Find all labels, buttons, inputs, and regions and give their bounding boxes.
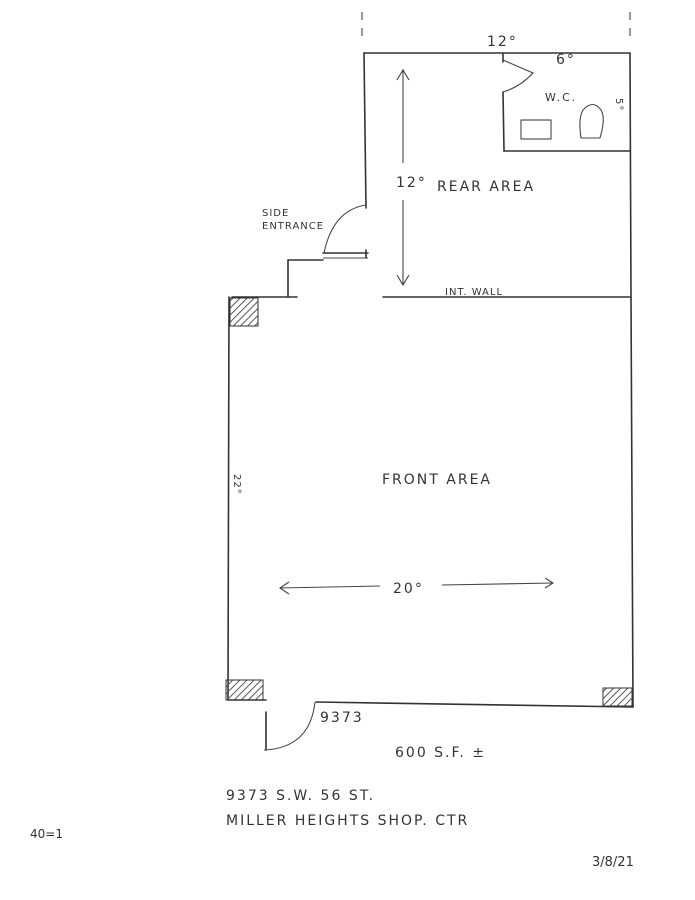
rear-area-walls — [363, 52, 632, 297]
front-depth-dim: 22° — [231, 474, 242, 495]
side-entrance-label-2: ENTRANCE — [262, 221, 324, 232]
side-entrance-door — [231, 204, 369, 298]
rear-depth-dim: 12° — [396, 175, 427, 191]
wc-room — [502, 53, 631, 152]
front-width-arrow — [279, 577, 555, 595]
rear-area-label: REAR AREA — [437, 179, 535, 195]
rear-depth-arrow — [396, 68, 410, 287]
column-top-left — [229, 297, 259, 327]
front-door — [263, 701, 316, 751]
column-bottom-right — [602, 687, 633, 707]
column-bottom-left — [225, 679, 264, 701]
side-entrance-label-1: SIDE — [262, 208, 289, 219]
sink-icon — [520, 119, 552, 140]
front-area-label: FRONT AREA — [382, 472, 492, 488]
wc-label: W.C. — [545, 91, 577, 104]
date: 3/8/21 — [592, 855, 634, 870]
front-area-walls — [225, 296, 634, 708]
area-label: 600 S.F. ± — [395, 745, 486, 761]
int-wall-label: INT. WALL — [445, 287, 503, 298]
address-line-1: 9373 S.W. 56 ST. — [226, 788, 375, 804]
address-line-2: MILLER HEIGHTS SHOP. CTR — [226, 813, 469, 829]
unit-number: 9373 — [320, 710, 364, 726]
toilet-icon — [579, 103, 604, 139]
front-width-dim: 20° — [393, 581, 424, 597]
scale-note: 40=1 — [30, 827, 63, 841]
rear-width-dim: 12° — [487, 34, 518, 50]
wc-width-dim: 6° — [556, 52, 576, 68]
wc-depth-dim: 5° — [613, 98, 624, 111]
